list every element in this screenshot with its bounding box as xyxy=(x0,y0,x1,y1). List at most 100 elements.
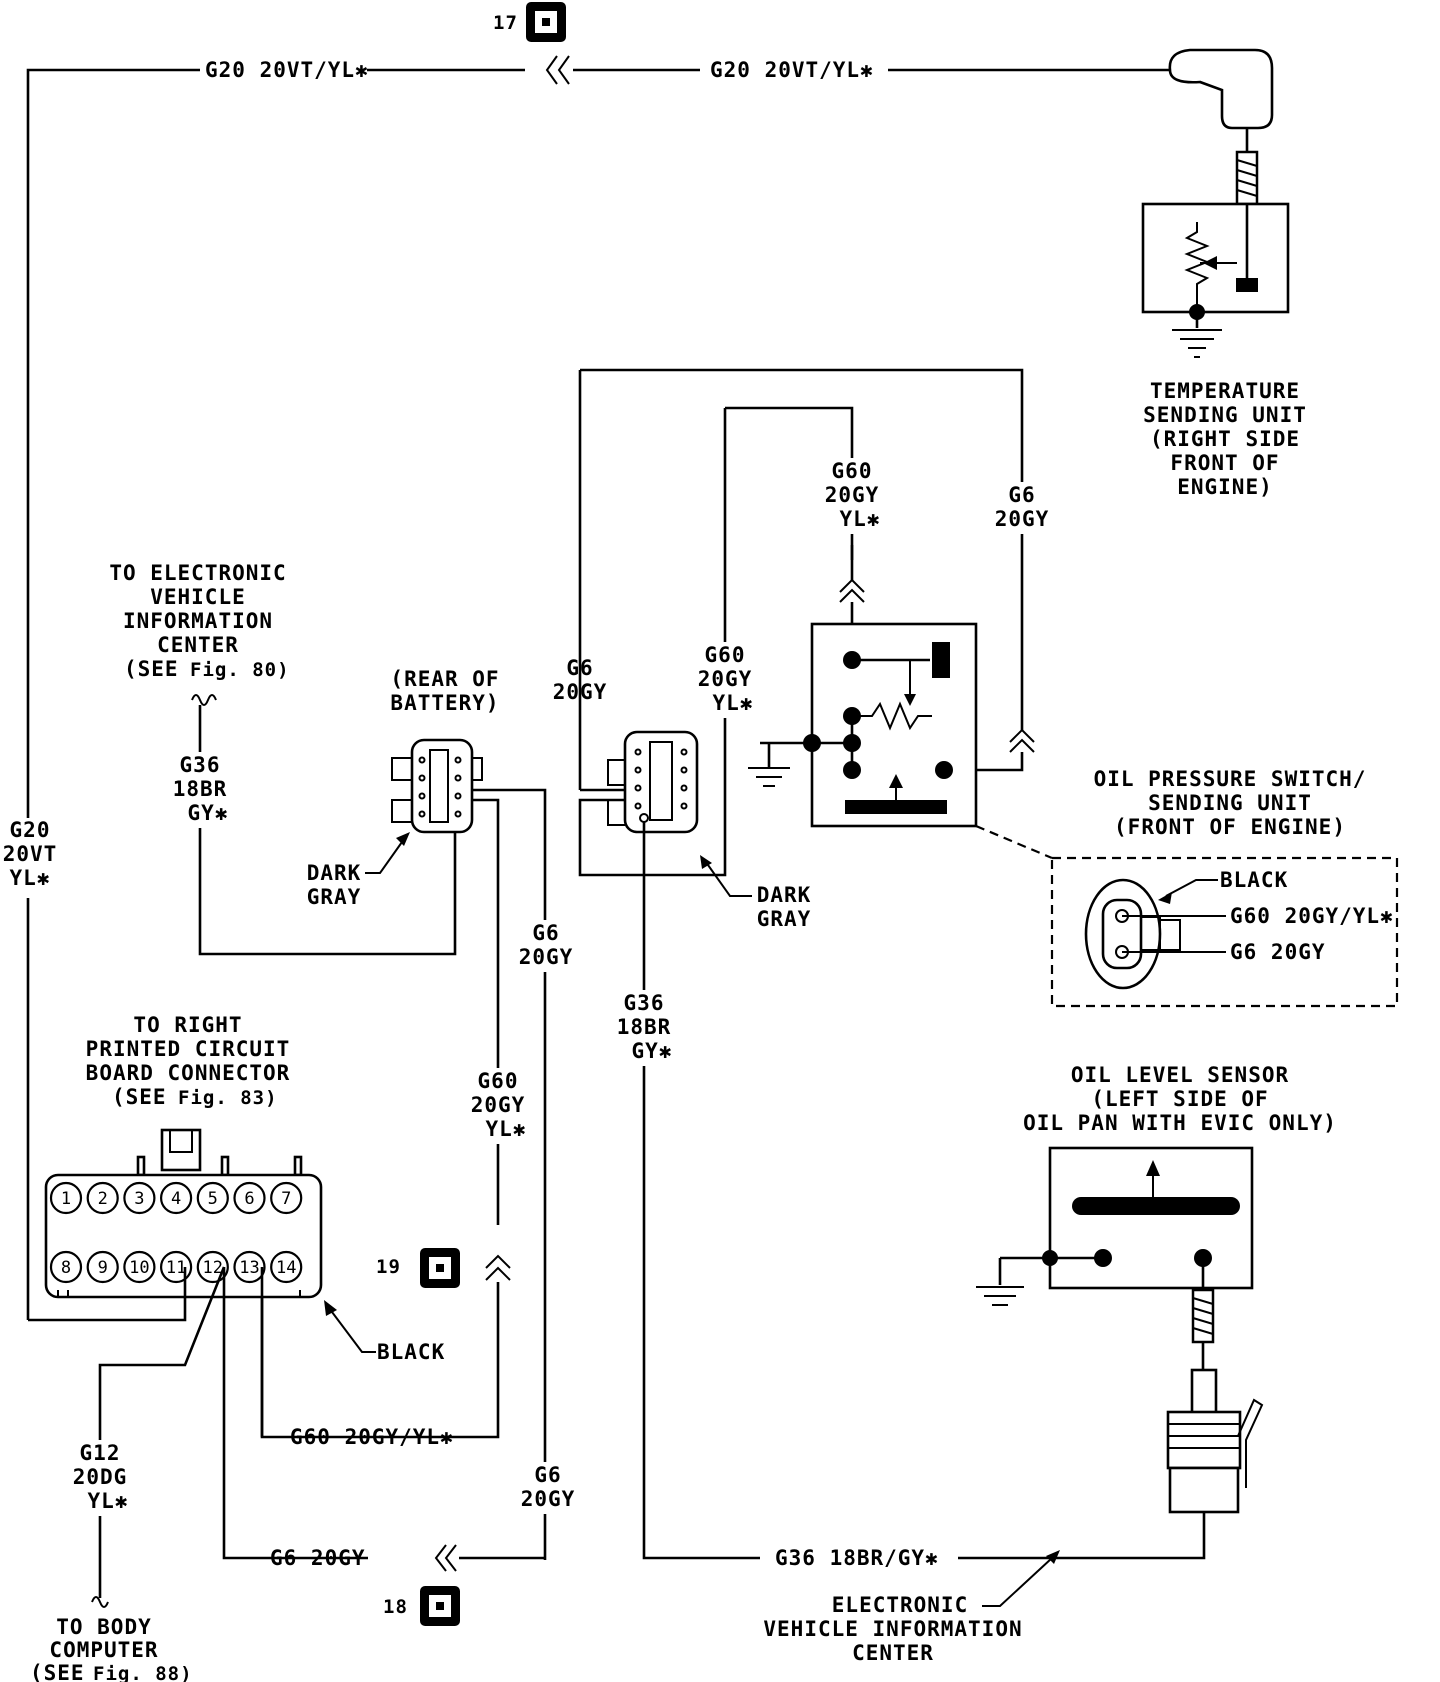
g6-bottom-right-label-1: G6 xyxy=(534,1463,561,1487)
g60-conn-label-3: YL✱ xyxy=(713,691,754,715)
g6-switch-label-1: G6 xyxy=(1008,483,1035,507)
oil-pressure-label-3: (FRONT OF ENGINE) xyxy=(1114,815,1346,839)
g6-bottom-right-label-2: 20GY xyxy=(521,1487,576,1511)
body-computer-label-1: TO BODY xyxy=(56,1615,152,1639)
inset-black-label: BLACK xyxy=(1220,868,1288,892)
connector-pin: 4 xyxy=(160,1181,193,1215)
connector-pin-number: 7 xyxy=(281,1189,291,1209)
evic-bottom-label-3: CENTER xyxy=(852,1641,934,1665)
oil-level-label-1: OIL LEVEL SENSOR xyxy=(1071,1063,1289,1087)
evic-note-3: INFORMATION xyxy=(123,609,273,633)
connector-pin-number: 11 xyxy=(166,1258,186,1278)
splice-18-number: 18 xyxy=(383,1596,408,1618)
splice-18: 18 xyxy=(383,1586,460,1626)
connector-pin-number: 12 xyxy=(203,1258,223,1278)
temp-unit-label-3: (RIGHT SIDE xyxy=(1150,427,1300,451)
body-computer-label-3-fig: Fig. 88) xyxy=(93,1663,193,1682)
splice-19: 19 xyxy=(376,1248,460,1288)
inset-g6-label: G6 20GY xyxy=(1230,940,1326,964)
connector-pin: 1 xyxy=(49,1181,83,1215)
connector-pin-number: 2 xyxy=(98,1189,108,1209)
connector-pin-number: 8 xyxy=(61,1258,71,1278)
connector-pin: 3 xyxy=(123,1181,156,1215)
g36-left-label-3: GY✱ xyxy=(188,801,229,825)
g36-mid-label-3: GY✱ xyxy=(632,1039,673,1063)
oil-pressure-inset xyxy=(1050,856,1399,1008)
g12-label-1: G12 xyxy=(80,1441,121,1465)
rear-battery-label-1: (REAR OF xyxy=(390,667,499,691)
pcb-label-4-fig: Fig. 83) xyxy=(178,1087,278,1109)
connector-pin-number: 3 xyxy=(134,1189,144,1209)
g60-switch-label-2: 20GY xyxy=(825,483,880,507)
splice-19-number: 19 xyxy=(376,1256,401,1278)
g60-mid-label-3: YL✱ xyxy=(486,1117,527,1141)
connector-pin-number: 13 xyxy=(239,1258,259,1278)
g12-label-3: YL✱ xyxy=(88,1489,129,1513)
oil-pressure-label-2: SENDING UNIT xyxy=(1148,791,1312,815)
evic-note-5-fig: Fig. 80) xyxy=(190,659,290,681)
connector-pin-number: 14 xyxy=(276,1258,296,1278)
dark-gray-left-1: DARK xyxy=(307,861,362,885)
connector-pin-number: 4 xyxy=(171,1189,181,1209)
g36-mid-label-2: 18BR xyxy=(617,1015,672,1039)
splice-17: 17 xyxy=(493,2,566,42)
body-computer-label-3: (SEE xyxy=(30,1661,85,1682)
g6-switch-label-2: 20GY xyxy=(995,507,1050,531)
splice-17-number: 17 xyxy=(493,12,518,34)
g60-switch-label-1: G60 xyxy=(832,459,873,483)
temp-unit-label-1: TEMPERATURE xyxy=(1150,379,1300,403)
connector-pin: 9 xyxy=(86,1250,119,1284)
evic-bottom-label-2: VEHICLE INFORMATION xyxy=(763,1617,1022,1641)
g36-left-label-1: G36 xyxy=(180,753,221,777)
pcb-black-label: BLACK xyxy=(377,1340,445,1364)
oil-pressure-switch xyxy=(760,622,978,828)
inset-g60-label: G60 20GY/YL✱ xyxy=(1230,904,1394,928)
connector-pin-number: 9 xyxy=(98,1258,108,1278)
dark-gray-right-2: GRAY xyxy=(757,907,812,931)
g36-left-label-2: 18BR xyxy=(173,777,228,801)
engine-connector xyxy=(607,730,699,834)
temp-unit-label-5: ENGINE) xyxy=(1177,475,1273,499)
evic-note-1: TO ELECTRONIC xyxy=(109,561,286,585)
g6-conn-label-1: G6 xyxy=(566,656,593,680)
g6-mid-label-1: G6 xyxy=(532,921,559,945)
oil-pressure-label-1: OIL PRESSURE SWITCH/ xyxy=(1094,767,1367,791)
pcb-label-1: TO RIGHT xyxy=(133,1013,242,1037)
body-computer-label-2: COMPUTER xyxy=(49,1638,158,1662)
connector-pin: 14 xyxy=(270,1250,303,1284)
connector-pin: 11 xyxy=(160,1250,193,1284)
connector-pin-number: 5 xyxy=(208,1189,218,1209)
g60-bottom-label: G60 20GY/YL✱ xyxy=(290,1425,454,1449)
connector-pin: 10 xyxy=(123,1250,156,1284)
connector-pin: 6 xyxy=(233,1181,266,1215)
g20-top-wire xyxy=(26,55,1170,1320)
evic-note-2: VEHICLE xyxy=(150,585,246,609)
left-wire-label-3: YL✱ xyxy=(10,866,51,890)
temperature-sending-unit xyxy=(1141,48,1290,358)
pcb-label-2: PRINTED CIRCUIT xyxy=(86,1037,291,1061)
g60-conn-label-1: G60 xyxy=(705,643,746,667)
g12-label-2: 20DG xyxy=(73,1465,128,1489)
dark-gray-right-1: DARK xyxy=(757,883,812,907)
pcb-label-4: (SEE xyxy=(112,1085,167,1109)
g60-mid-label-2: 20GY xyxy=(471,1093,526,1117)
temp-unit-label-2: SENDING UNIT xyxy=(1143,403,1307,427)
battery-connector xyxy=(391,738,483,834)
connector-pin-number: 10 xyxy=(129,1258,149,1278)
g36-mid-label-1: G36 xyxy=(624,991,665,1015)
oil-level-label-3: OIL PAN WITH EVIC ONLY) xyxy=(1023,1111,1337,1135)
temp-unit-label-4: FRONT OF xyxy=(1170,451,1279,475)
connector-pin: 2 xyxy=(86,1181,119,1215)
top-wire-label-right: G20 20VT/YL✱ xyxy=(710,58,874,82)
g6-bottom-label: G6 20GY xyxy=(270,1546,366,1570)
g60-mid-label-1: G60 xyxy=(478,1069,519,1093)
g6-conn-label-2: 20GY xyxy=(553,680,608,704)
pcb-label-3: BOARD CONNECTOR xyxy=(86,1061,291,1085)
evic-note-5: (SEE xyxy=(124,657,179,681)
connector-pin: 8 xyxy=(49,1250,83,1284)
left-wire-label-1: G20 xyxy=(10,818,51,842)
evic-bottom-label-1: ELECTRONIC xyxy=(832,1593,968,1617)
connector-pin-number: 1 xyxy=(61,1189,71,1209)
